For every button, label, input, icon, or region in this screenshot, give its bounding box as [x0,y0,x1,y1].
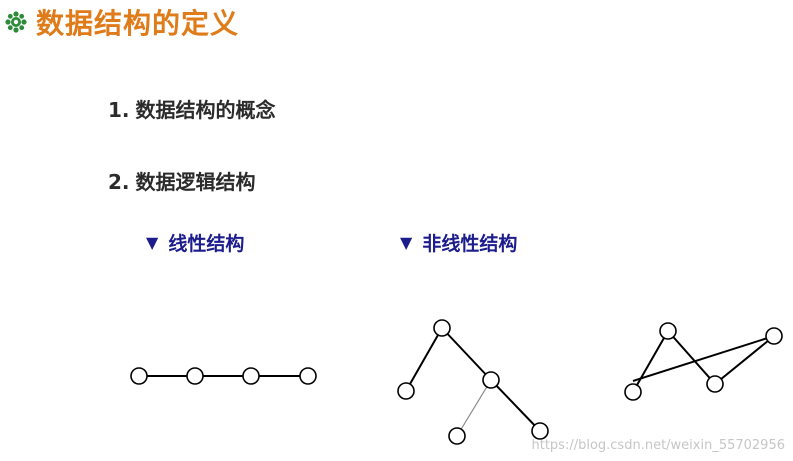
edge [405,327,443,392]
list-item-label: 数据结构的概念 [135,98,276,122]
node [397,382,415,400]
node [482,371,500,389]
node [130,367,148,385]
gear-flower-icon [4,10,28,34]
node [433,319,451,337]
list-item-number: 1. [108,98,130,122]
node [448,427,466,445]
node [706,375,724,393]
node [186,367,204,385]
node [659,322,677,340]
graph-structure-diagram [624,322,783,401]
linear-structure-diagram [130,367,317,385]
edge [632,330,669,393]
list-item: 2.数据逻辑结构 [108,166,256,195]
triangle-down-icon: ▼ [400,233,413,252]
page-title: 数据结构的定义 [36,7,240,40]
node [299,367,317,385]
edge [714,335,775,385]
subheading-nonlinear: ▼ 非线性结构 [400,229,517,256]
edge [632,335,775,382]
node [624,383,642,401]
node [765,327,783,345]
list-item-number: 2. [108,170,130,194]
node [531,422,549,440]
list-item: 1.数据结构的概念 [108,94,276,123]
tree-structure-diagram [397,319,549,445]
subheading-linear: ▼ 线性结构 [146,229,244,256]
node [242,367,260,385]
edge [490,379,541,432]
list-item-label: 数据逻辑结构 [135,170,256,194]
slide-title-row: 数据结构的定义 [4,4,239,40]
edge [441,327,492,381]
subheading-label: 线性结构 [168,233,245,255]
edge [456,379,492,437]
edge [667,330,716,385]
subheading-label: 非线性结构 [422,233,518,255]
watermark: https://blog.csdn.net/weixin_55702956 [531,438,785,453]
triangle-down-icon: ▼ [146,233,159,252]
